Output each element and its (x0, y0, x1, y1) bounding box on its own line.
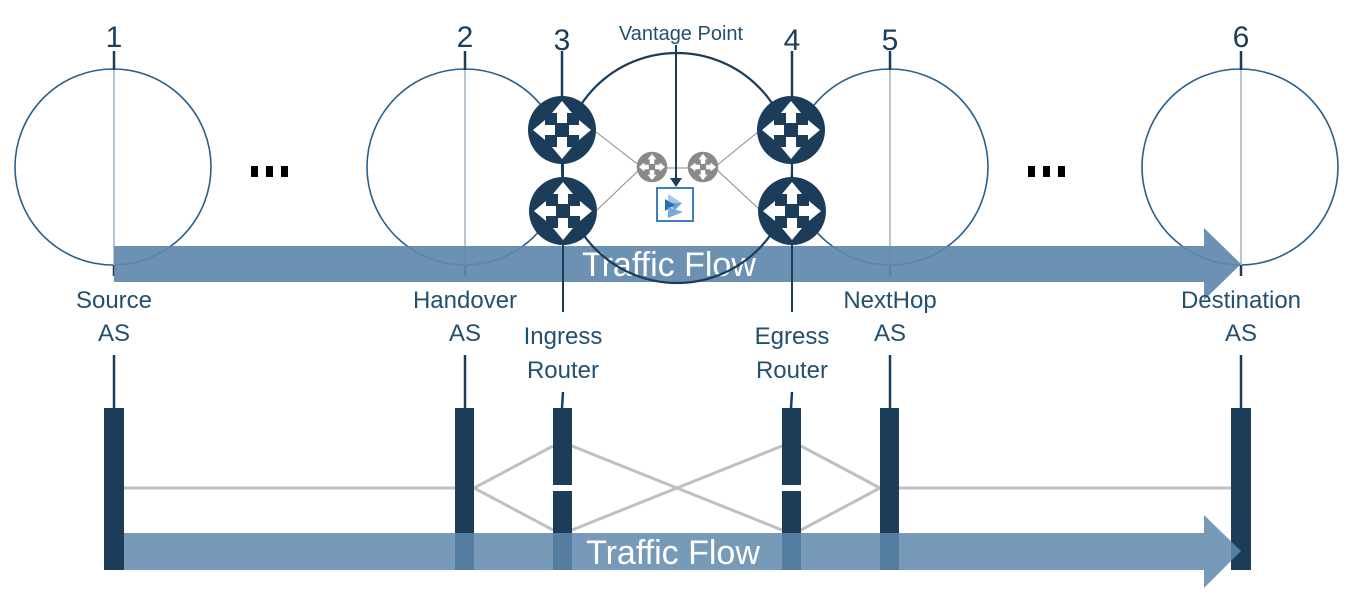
node-label-2-line2: AS (449, 320, 481, 347)
vantage-point-label: Vantage Point (619, 23, 744, 45)
router-icon-internal-2 (687, 151, 719, 183)
node-label-4-line1: Egress (755, 323, 830, 350)
node-number-1: 1 (106, 21, 123, 54)
node-label-3-line1: Ingress (524, 323, 603, 350)
router-icon-ingress-1 (528, 96, 596, 164)
bar-nexthop-as (880, 408, 899, 570)
node-number-3: 3 (554, 24, 571, 57)
traffic-flow-arrow-bottom (124, 515, 1241, 588)
ellipsis-right (1028, 166, 1065, 177)
node-number-5: 5 (882, 24, 899, 57)
vantage-device-icon (656, 187, 694, 222)
bar-destination-as (1231, 408, 1251, 570)
node-label-1-line2: AS (98, 320, 130, 347)
path-links (124, 444, 1231, 532)
router-icon-internal-1 (636, 151, 668, 183)
router-icon-egress-1 (757, 96, 825, 164)
number-ticks (112, 51, 1243, 276)
bar-source-as (104, 408, 124, 570)
node-label-6-line2: AS (1225, 320, 1257, 347)
bar-ticks (112, 355, 1243, 409)
node-label-4-line2: Router (756, 357, 828, 384)
node-label-1-line1: Source (76, 287, 152, 314)
node-label-5-line2: AS (874, 320, 906, 347)
traffic-flow-label-top: Traffic Flow (582, 246, 756, 284)
traffic-flow-arrow-top (114, 228, 1241, 300)
node-label-6-line1: Destination (1181, 287, 1301, 314)
internal-links (595, 131, 761, 211)
node-number-6: 6 (1233, 21, 1250, 54)
router-icon-ingress-2 (529, 177, 597, 245)
node-label-3-line2: Router (527, 357, 599, 384)
bar-egress-router-upper (782, 408, 801, 485)
vantage-pointer-arrowhead (670, 178, 682, 187)
ellipsis-left (251, 166, 288, 177)
traffic-flow-label-bottom: Traffic Flow (586, 534, 760, 572)
router-icon-egress-2 (758, 177, 826, 245)
node-label-5-line1: NextHop (843, 287, 936, 314)
bar-handover-as (455, 408, 474, 570)
node-label-2-line1: Handover (413, 287, 517, 314)
bar-ingress-router-upper (553, 408, 572, 485)
node-number-4: 4 (784, 24, 801, 57)
node-number-2: 2 (457, 21, 474, 54)
